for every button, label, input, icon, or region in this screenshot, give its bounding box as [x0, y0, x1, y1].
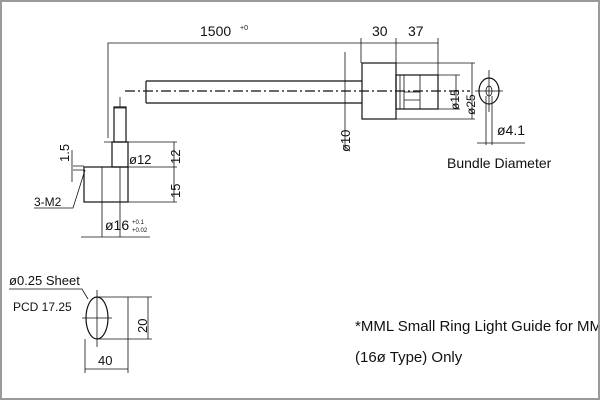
- length-dimension: 1500 +0 30 37: [107, 23, 439, 138]
- connector-side-view: ø12 12 15 1.5 3-M2 ø16 +0.1 +0.02: [34, 97, 183, 238]
- sheet-label: ø0.25 Sheet: [9, 273, 80, 288]
- tip-diameter-label: ø15: [448, 89, 462, 110]
- fiber-tube: ø10: [125, 52, 470, 152]
- base-height-label: 15: [168, 184, 183, 198]
- collar-height-label: 12: [168, 150, 183, 164]
- sheet-height-label: 20: [135, 319, 150, 333]
- sheet-width-label: 40: [98, 353, 112, 368]
- head-diameter-label: ø25: [464, 94, 478, 115]
- step-height-label: 1.5: [57, 144, 72, 162]
- bundle-end-view: ø4.1 Bundle Diameter: [447, 70, 552, 171]
- base-tolerance-lower: +0.02: [132, 228, 148, 234]
- screw-label: 3-M2: [34, 195, 62, 209]
- base-tolerance-upper: +0.1: [132, 220, 145, 226]
- sheet-detail: ø0.25 Sheet PCD 17.25 20 40: [9, 273, 152, 373]
- length-label: 1500: [200, 23, 231, 39]
- tube-diameter-label: ø10: [338, 130, 353, 152]
- pcd-label: PCD 17.25: [13, 300, 72, 314]
- head-length-label: 30: [372, 23, 388, 39]
- length-tolerance: +0: [240, 25, 248, 32]
- bundle-diameter-label: ø4.1: [497, 122, 525, 138]
- base-diameter-label: ø16: [105, 217, 129, 233]
- tip-length-label: 37: [408, 23, 424, 39]
- collar-diameter-label: ø12: [129, 152, 151, 167]
- bundle-diameter-caption: Bundle Diameter: [447, 155, 552, 171]
- note-line-1: *MML Small Ring Light Guide for MML: [355, 318, 600, 335]
- light-guide-head: ø15 ø25: [361, 62, 478, 120]
- note-line-2: (16ø Type) Only: [355, 349, 463, 366]
